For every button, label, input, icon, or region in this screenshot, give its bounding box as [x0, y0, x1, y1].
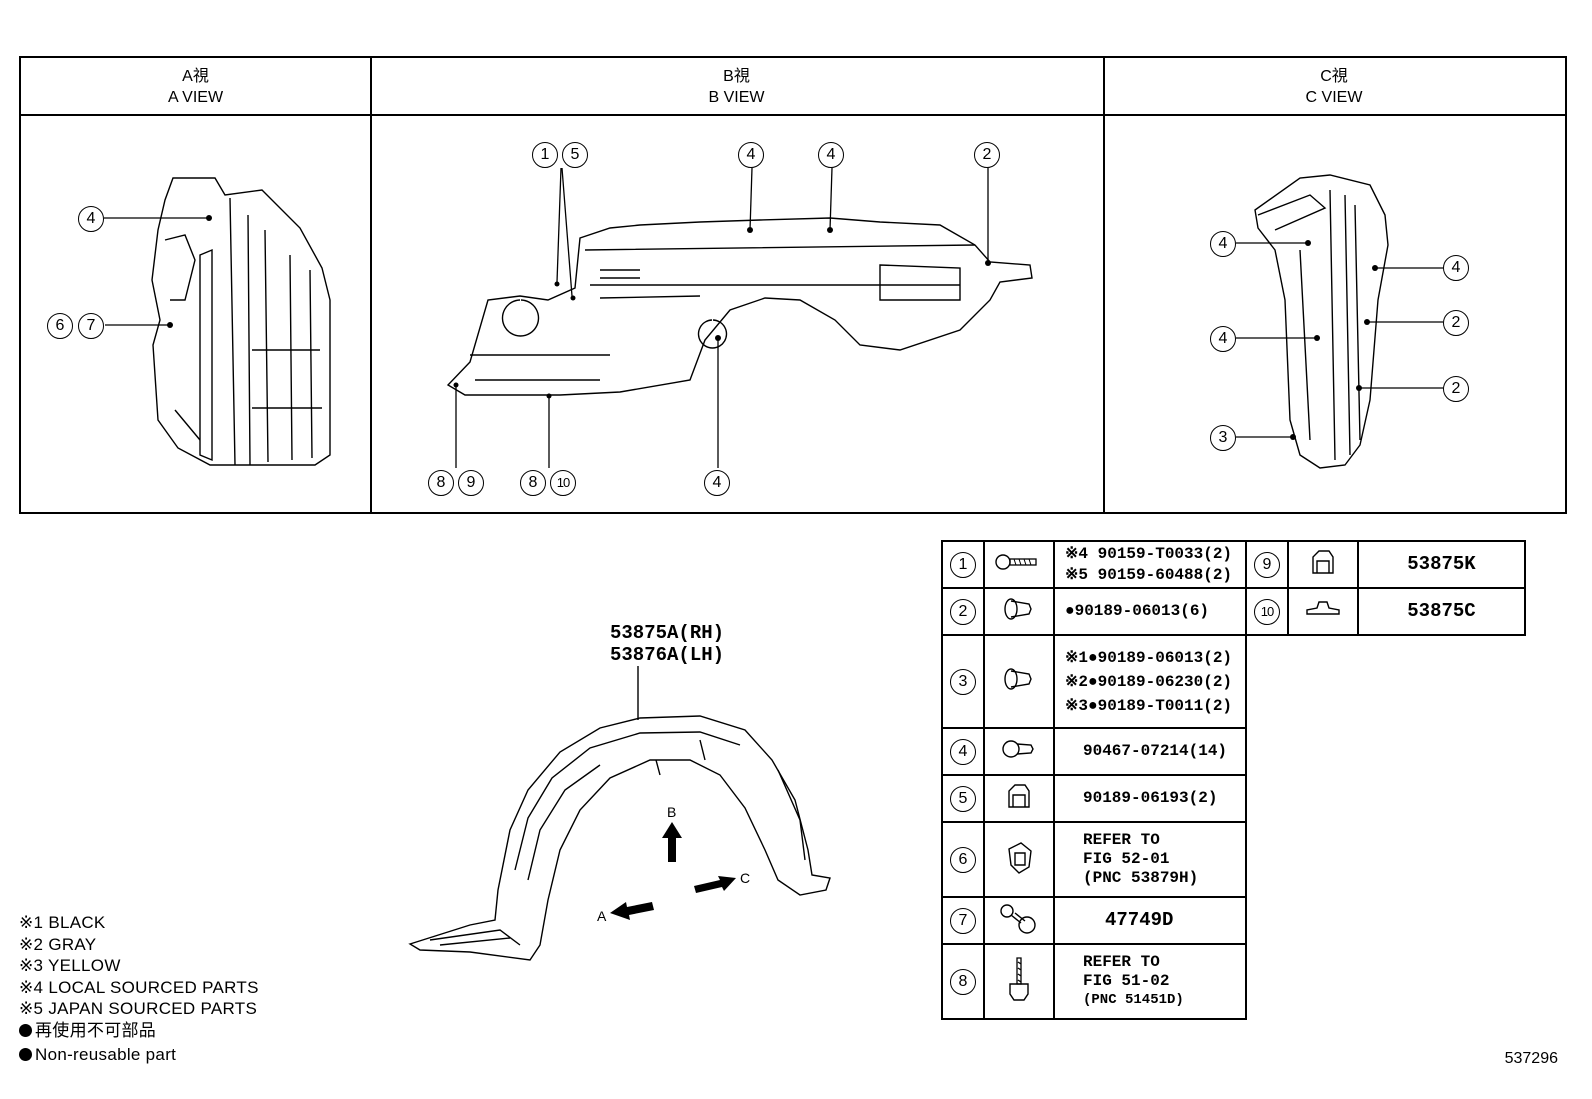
legend-item: ※2 GRAY — [19, 934, 97, 954]
parts-table: 1 ※4 90159-T0033(2)※5 90159-60488(2) 9 5… — [941, 540, 1526, 1020]
callout: 1 — [532, 142, 558, 168]
part-description: ●90189-06013(6) — [1053, 587, 1247, 636]
part-description: 90189-06193(2) — [1053, 774, 1247, 823]
callout: 4 — [1443, 255, 1469, 281]
part-number: 3 — [950, 668, 976, 695]
table-row: 4 90467-07214(14) — [941, 727, 1525, 776]
hex-bolt-icon — [983, 943, 1055, 1020]
part-description: 53875C — [1357, 587, 1526, 636]
legend-item: ※1 BLACK — [19, 913, 106, 932]
arrow-c-label: C — [740, 870, 751, 886]
arrow-a-label: A — [597, 908, 607, 924]
callout: 4 — [1210, 231, 1236, 257]
legend: ※1 BLACK ※2 GRAY ※3 YELLOW ※4 LOCAL SOUR… — [19, 912, 259, 1066]
callout: 7 — [78, 313, 104, 339]
callout: 4 — [738, 142, 764, 168]
legend-item: 再使用不可部品 — [19, 1020, 259, 1042]
view-divider — [370, 58, 372, 512]
part-description: 90467-07214(14) — [1053, 727, 1247, 776]
callout: 8 — [428, 470, 454, 496]
clip-icon — [983, 634, 1055, 729]
callout: 2 — [974, 142, 1000, 168]
part-description: 53875K — [1357, 540, 1526, 589]
part-number: 6 — [950, 846, 976, 873]
legend-item: ※3 YELLOW — [19, 956, 121, 975]
retainer-icon — [983, 821, 1055, 898]
legend-item: Non-reusable part — [19, 1044, 259, 1066]
part-number: 9 — [1254, 551, 1280, 578]
arrow-b-icon — [662, 822, 682, 862]
main-part-label: 53875A(RH) 53876A(LH) — [610, 622, 725, 666]
table-row: 1 ※4 90159-T0033(2)※5 90159-60488(2) 9 5… — [941, 540, 1526, 589]
screw-clip-icon — [983, 896, 1055, 945]
callout: 9 — [458, 470, 484, 496]
callout: 2 — [1443, 310, 1469, 336]
callout: 5 — [562, 142, 588, 168]
part-number: 2 — [950, 598, 976, 625]
part-number: 8 — [950, 968, 976, 995]
c-view-leaders — [1236, 242, 1443, 438]
a-view-leaders — [104, 217, 207, 326]
a-view-drawing — [151, 177, 331, 466]
view-divider — [1103, 58, 1105, 512]
callout: 2 — [1443, 376, 1469, 402]
table-row: 3 ※1●90189-06013(2)※2●90189-06230(2)※3●9… — [941, 634, 1525, 729]
callout: 4 — [78, 206, 104, 232]
bullet-icon — [19, 1023, 32, 1037]
table-row: 2 ●90189-06013(6) 10 53875C — [941, 587, 1526, 636]
fender-liner-drawing — [408, 715, 831, 961]
bullet-icon — [19, 1048, 32, 1061]
part-number: 1 — [950, 551, 976, 578]
callout: 3 — [1210, 425, 1236, 451]
table-row: 5 90189-06193(2) — [941, 774, 1525, 823]
part-number: 4 — [950, 738, 976, 765]
part-number: 10 — [1254, 598, 1280, 625]
view-arrows — [610, 822, 736, 920]
callout: 4 — [818, 142, 844, 168]
arrow-b-label: B — [667, 804, 677, 820]
callout: 10 — [550, 470, 576, 496]
bolt-icon — [983, 540, 1055, 589]
b-view-leaders — [455, 167, 989, 468]
callout: 4 — [704, 470, 730, 496]
legend-item: ※5 JAPAN SOURCED PARTS — [19, 999, 258, 1018]
push-clip-icon — [983, 727, 1055, 776]
figure-id: 537296 — [1504, 1050, 1558, 1067]
part-description: ※4 90159-T0033(2)※5 90159-60488(2) — [1053, 540, 1247, 589]
c-view-drawing — [1254, 174, 1389, 469]
part-description: ※1●90189-06013(2)※2●90189-06230(2)※3●901… — [1053, 634, 1247, 729]
arrow-c-icon — [694, 876, 736, 893]
table-row: 7 47749D — [941, 896, 1525, 945]
arrow-a-icon — [610, 902, 654, 920]
clip-icon — [983, 587, 1055, 636]
part-number: 7 — [950, 907, 976, 934]
nut-clip-icon — [1287, 540, 1359, 589]
flat-clip-icon — [1287, 587, 1359, 636]
legend-item: ※4 LOCAL SOURCED PARTS — [19, 977, 259, 997]
part-number: 5 — [950, 785, 976, 812]
part-description: 47749D — [1053, 896, 1247, 945]
callout: 4 — [1210, 326, 1236, 352]
nut-clip-icon — [983, 774, 1055, 823]
b-view-drawing — [446, 217, 1033, 396]
callout: 6 — [47, 313, 73, 339]
callout: 8 — [520, 470, 546, 496]
